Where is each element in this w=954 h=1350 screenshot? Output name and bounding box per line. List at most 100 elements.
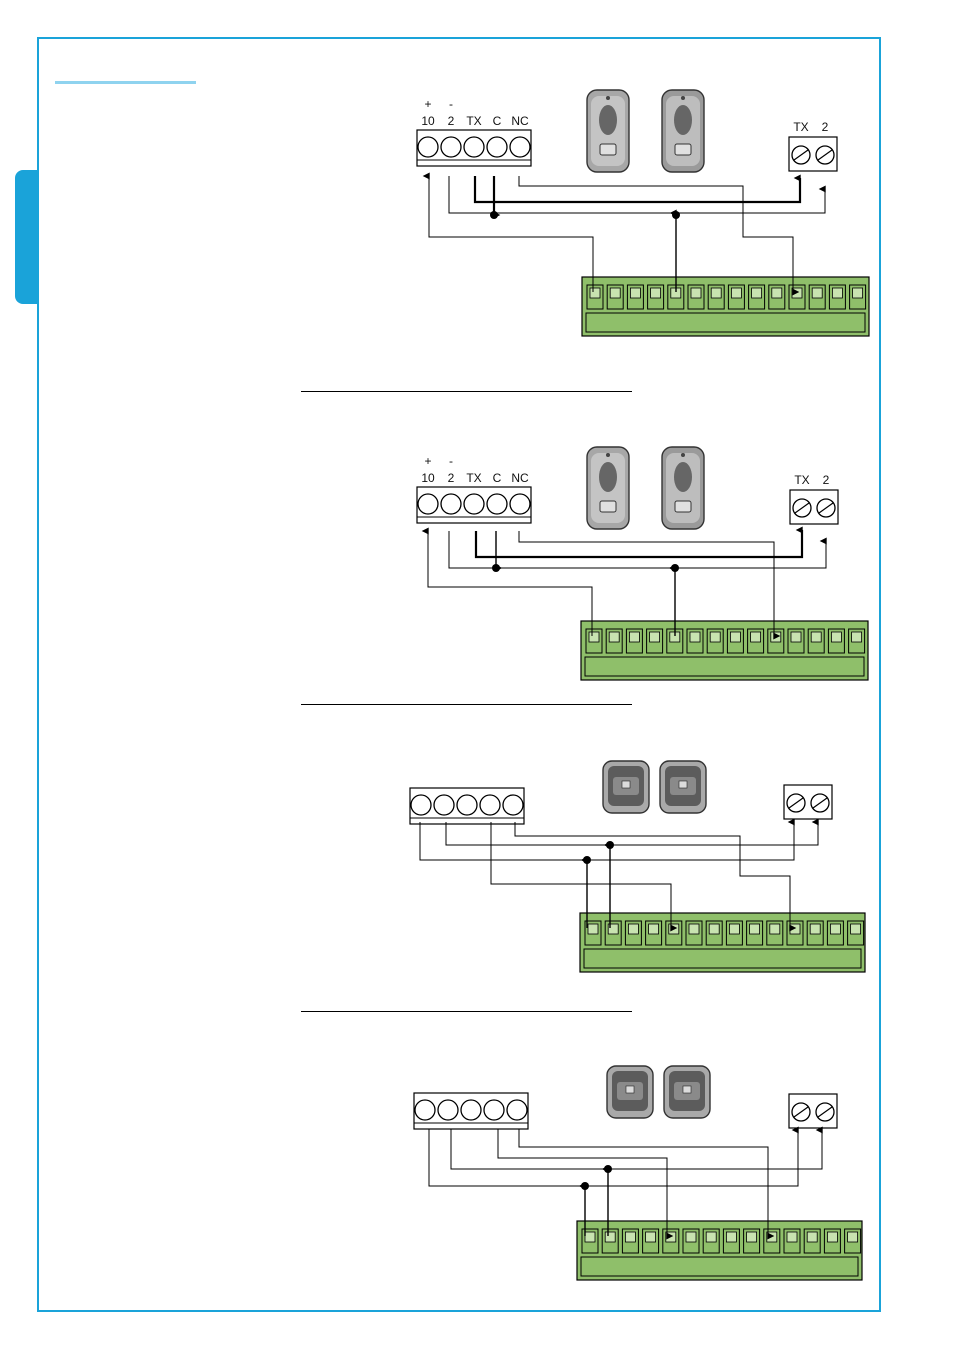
screw-terminal: [438, 1100, 458, 1120]
board-terminal-window: [711, 288, 721, 298]
wire: [519, 176, 793, 292]
wire: [519, 1129, 768, 1236]
keyfob-button: [674, 105, 692, 135]
board-terminal-window: [807, 1232, 817, 1242]
wire: [515, 822, 790, 928]
wire: [420, 822, 794, 860]
board-terminal-window: [726, 1232, 736, 1242]
board-terminal-window: [851, 924, 861, 934]
keyfob-button: [599, 105, 617, 135]
keypad-icon: [607, 1066, 653, 1118]
screw-terminal: [464, 137, 484, 157]
board-terminal-window: [630, 288, 640, 298]
board-terminal-window: [729, 924, 739, 934]
board-terminal-window: [831, 632, 841, 642]
board-strip: [584, 949, 861, 968]
terminal-label: 2: [822, 120, 829, 134]
screw-terminal: [418, 494, 438, 514]
screw-terminal: [487, 137, 507, 157]
board-terminal-window: [771, 632, 781, 642]
junction-dot: [604, 1165, 612, 1173]
screw-terminal: [484, 1100, 504, 1120]
screw-terminal: [487, 494, 507, 514]
keyfob-icon: [587, 447, 629, 529]
wall-keypad-pair: [607, 1066, 710, 1118]
receiver-terminal-block: [414, 1093, 528, 1129]
board-terminal-window: [810, 924, 820, 934]
wiring-panel-4: [414, 1066, 862, 1280]
board-terminal-window: [812, 288, 822, 298]
wire: [476, 530, 802, 557]
terminal-label: TX: [794, 473, 809, 487]
terminal-label: 10: [421, 471, 435, 485]
board-terminal-window: [689, 924, 699, 934]
board-terminal-window: [646, 1232, 656, 1242]
keyfob-logo: [675, 501, 691, 512]
board-terminal-window: [772, 288, 782, 298]
keyfob-icon: [662, 447, 704, 529]
screw-terminal: [441, 137, 461, 157]
board-terminal-window: [650, 632, 660, 642]
board-strip: [585, 657, 864, 676]
screw-terminal: [510, 494, 530, 514]
terminal-label: NC: [511, 471, 529, 485]
wire: [475, 176, 800, 202]
board-terminal-window: [832, 288, 842, 298]
keyfob-button: [674, 462, 692, 492]
transmitter-terminal-block: TX 2: [789, 120, 837, 171]
wiring-panel-1: +10-2TXCNCTX2: [417, 90, 869, 336]
board-terminal-window: [686, 1232, 696, 1242]
board-terminal-window: [625, 1232, 635, 1242]
terminal-label: TX: [466, 471, 481, 485]
terminal-label: TX: [793, 120, 808, 134]
junction-dot: [606, 841, 614, 849]
board-terminal-window: [791, 632, 801, 642]
control-board: [582, 277, 869, 336]
transmitter-terminal-block: [784, 785, 832, 819]
board-terminal-window: [628, 924, 638, 934]
screw-terminal: [503, 795, 523, 815]
board-terminal-window: [709, 924, 719, 934]
board-terminal-window: [651, 288, 661, 298]
wire: [451, 1129, 822, 1169]
wire: [519, 531, 774, 636]
receiver-terminal-block: [410, 788, 524, 824]
board-terminal-window: [731, 288, 741, 298]
board-terminal-window: [848, 1232, 858, 1242]
polarity-label: +: [424, 97, 431, 111]
board-strip: [581, 1257, 858, 1276]
terminal-label: C: [493, 471, 502, 485]
keyfob-led: [606, 453, 610, 457]
keyfob-icon: [662, 90, 704, 172]
board-terminal-window: [830, 924, 840, 934]
board-terminal-window: [610, 288, 620, 298]
keyfob-led: [606, 96, 610, 100]
junction-dot: [671, 564, 679, 572]
terminal-label: TX: [466, 114, 481, 128]
terminal-label: 2: [448, 471, 455, 485]
board-terminal-window: [669, 924, 679, 934]
screw-terminal: [480, 795, 500, 815]
board-terminal-window: [706, 1232, 716, 1242]
board-strip: [586, 313, 865, 332]
control-board: [577, 1221, 862, 1280]
board-terminal-window: [751, 632, 761, 642]
junction-dot: [492, 564, 500, 572]
screw-terminal: [461, 1100, 481, 1120]
board-terminal-window: [747, 1232, 757, 1242]
keyfob-led: [681, 96, 685, 100]
board-terminal-window: [588, 924, 598, 934]
keypad-logo: [622, 781, 630, 788]
board-terminal-window: [790, 924, 800, 934]
terminal-label: 2: [448, 114, 455, 128]
junction-dot: [490, 211, 498, 219]
screw-terminal: [510, 137, 530, 157]
terminal-label: C: [493, 114, 502, 128]
screw-terminal: [415, 1100, 435, 1120]
wire: [449, 531, 826, 568]
wire: [491, 822, 671, 928]
screw-terminal: [464, 494, 484, 514]
keypad-logo: [683, 1086, 691, 1093]
